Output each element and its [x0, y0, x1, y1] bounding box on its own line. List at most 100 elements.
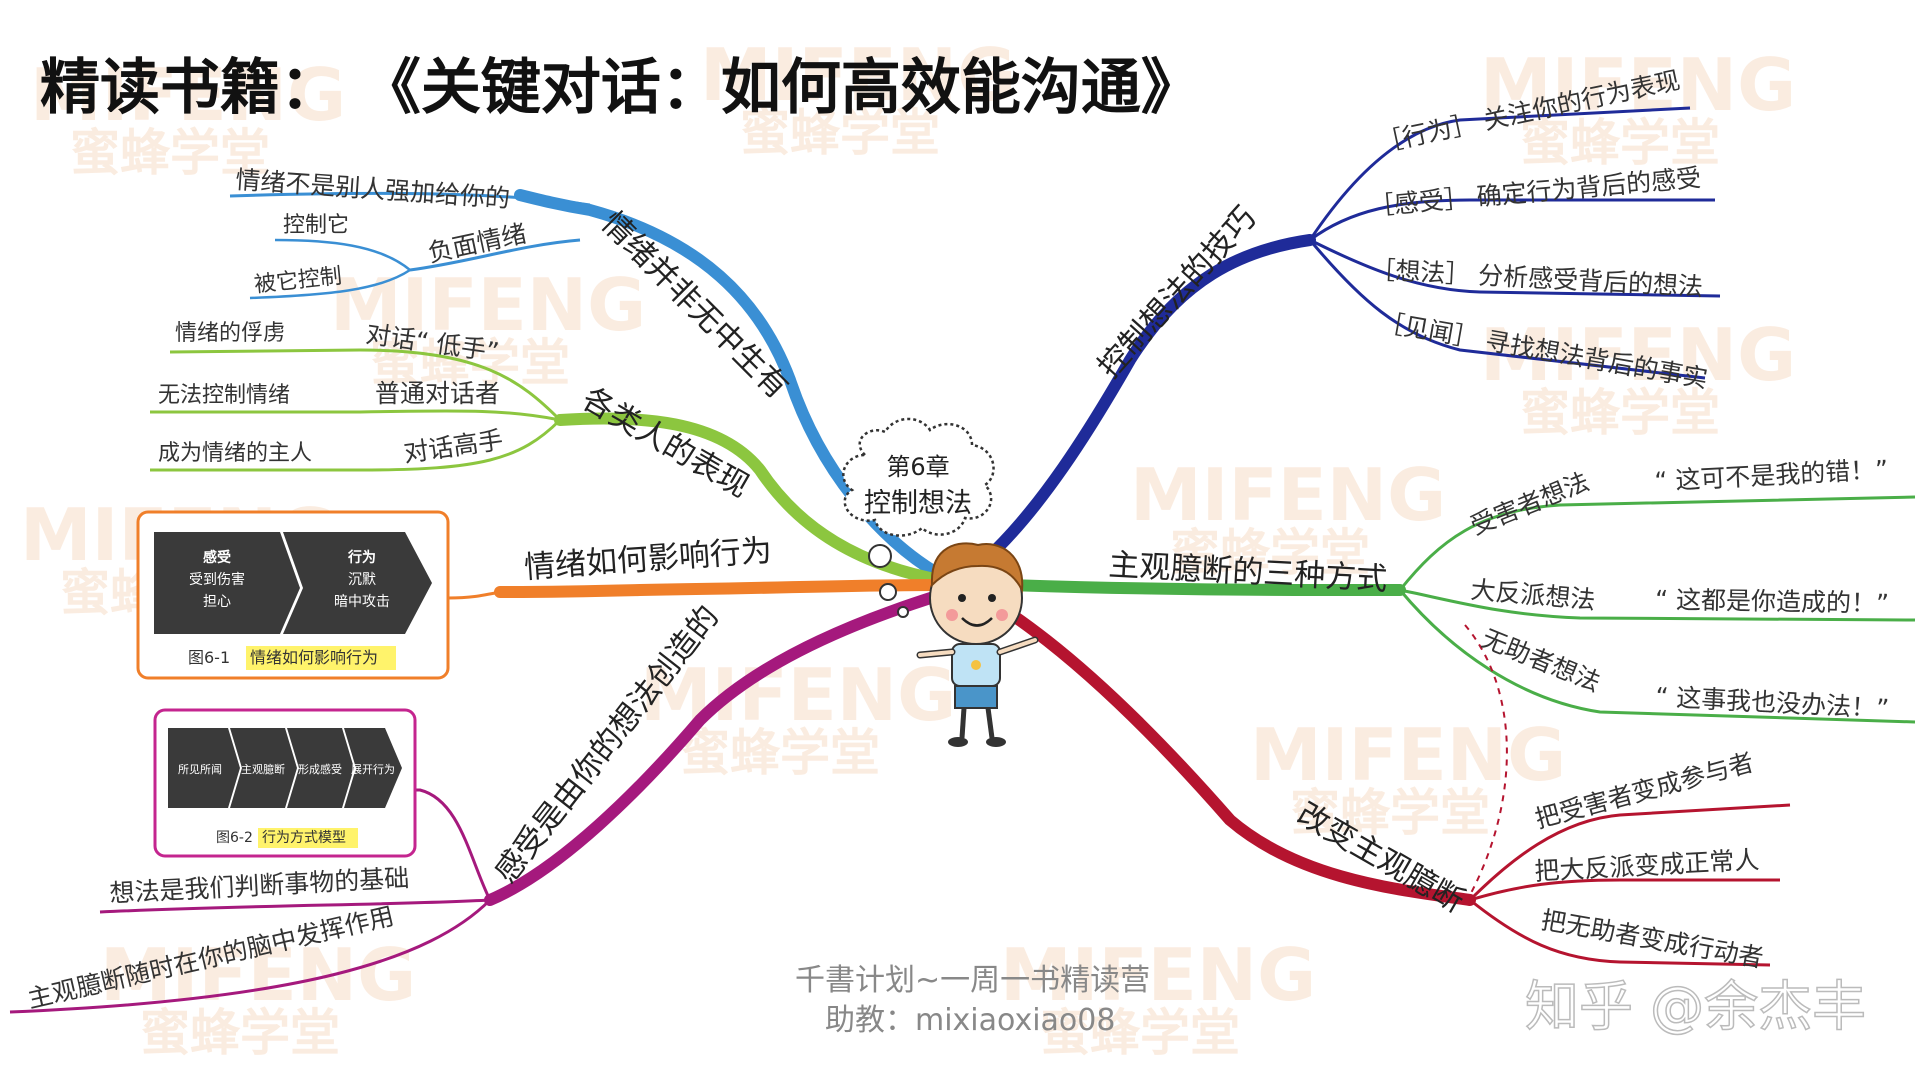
leaf-negative-emotion: 负面情绪 — [425, 219, 529, 268]
leaf-line-victim — [1398, 495, 1916, 591]
leaf-line-always — [9, 898, 492, 1014]
leaf-line-normal-person — [1469, 878, 1780, 902]
leaf-line-normal — [150, 409, 561, 422]
figure-arrow-right — [283, 532, 432, 634]
leaf-not-forced: 情绪不是别人强加给你的 — [235, 165, 511, 213]
credit-zhihu: 知乎 @余杰丰 — [1525, 975, 1866, 1038]
fig2-caption-no: 图6-2 — [216, 830, 253, 846]
branch-label-skills: 控制想法的技巧 — [1091, 200, 1263, 385]
leaf-thought: ［想法］ 分析感受背后的想法 — [1370, 255, 1704, 301]
fig1-left-line1: 受到伤害 — [189, 572, 245, 588]
watermark-latin: MIFENG — [1250, 713, 1566, 797]
boy-shorts — [954, 685, 998, 709]
figure-6-1: 感受 受到伤害 担心 行为 沉默 暗中攻击 图6-1 情绪如何影响行为 — [136, 510, 450, 680]
page-title: 精读书籍： 《关键对话：如何高效能沟通》 — [40, 53, 1201, 123]
watermark-latin: MIFENG — [330, 263, 646, 347]
watermark-latin: MIFENG — [1000, 933, 1316, 1017]
thought-bubble-dot — [897, 606, 909, 618]
leaf-helpless: 无助者想法 — [1478, 624, 1605, 698]
leaf-low-level-note: 情绪的俘虏 — [175, 321, 285, 346]
fig1-right-title: 行为 — [347, 549, 376, 566]
leaf-line-fig2 — [414, 788, 492, 901]
watermark-cn: 蜜蜂学堂 — [1040, 1004, 1240, 1062]
boy-leg — [985, 707, 995, 739]
boy-cheek — [996, 609, 1008, 621]
leaf-normal: 普通对话者 — [375, 379, 500, 408]
branch-line-affect — [494, 579, 946, 598]
boy-cheek — [946, 609, 958, 621]
figure-step-4 — [344, 728, 402, 808]
watermark-layer: MIFENG 蜜蜂学堂 MIFENG 蜜蜂学堂 MIFENG 蜜蜂学堂 MIFE… — [20, 33, 1796, 1062]
leaf-expert-note: 成为情绪的主人 — [158, 441, 312, 466]
boy-arm-skin — [998, 638, 1037, 654]
fig2-caption-highlight — [258, 828, 358, 848]
figure-step-3 — [287, 728, 354, 808]
thought-bubble-dot — [879, 583, 897, 601]
leaf-line-feeling — [1309, 198, 1715, 242]
footer-line2: 助教：mixiaoxiao08 — [825, 1003, 1115, 1038]
fig1-caption-text: 情绪如何影响行为 — [250, 648, 378, 667]
leaf-line-controlled — [249, 268, 411, 300]
fig2-step1: 所见所闻 — [178, 762, 222, 776]
watermark-latin: MIFENG — [1480, 43, 1796, 127]
fig2-caption-text: 行为方式模型 — [262, 830, 346, 846]
figure-6-2: 所见所闻 主观臆断 形成感受 展开行为 图6-2 行为方式模型 — [153, 708, 417, 858]
watermark-latin: MIFENG — [30, 53, 346, 137]
fig2-step2: 主观臆断 — [241, 762, 285, 776]
leaf-normal-note: 无法控制情绪 — [158, 383, 290, 408]
leaf-line-low — [169, 348, 562, 422]
sun-icon — [971, 660, 981, 670]
boy-shoe — [948, 737, 968, 747]
leaf-line-not-forced — [229, 191, 591, 207]
footer-line1: 千書计划~一周一书精读营 — [795, 963, 1150, 998]
watermark-cn: 蜜蜂学堂 — [70, 124, 270, 182]
boy-arm-skin — [918, 650, 954, 657]
branch-line-skills — [979, 234, 1316, 566]
fig2-step4: 展开行为 — [351, 763, 395, 776]
fig2-step3: 形成感受 — [298, 763, 342, 776]
leaf-line-seen — [1308, 239, 1706, 380]
leaf-line-helpless — [1398, 589, 1916, 724]
boy-eye — [988, 594, 996, 602]
boy-illustration — [916, 542, 1039, 747]
watermark-latin: MIFENG — [1480, 313, 1796, 397]
watermark-cn: 蜜蜂学堂 — [1290, 784, 1490, 842]
center-topic: 控制想法 — [864, 488, 972, 519]
leaf-control-it: 控制它 — [283, 213, 349, 238]
boy-eye — [958, 594, 966, 602]
leaf-line-fig1 — [447, 590, 501, 600]
watermark-latin: MIFENG — [700, 33, 1016, 117]
leaf-villain-quote: “ 这都是你造成的！” — [1655, 585, 1889, 618]
leaf-line-expert — [150, 418, 562, 472]
branch-line-feelings — [484, 589, 946, 906]
fig1-caption-highlight — [246, 646, 396, 670]
watermark-cn: 蜜蜂学堂 — [1170, 524, 1370, 582]
leaf-victim-quote: “ 这可不是我的错！” — [1654, 455, 1889, 496]
watermark-cn: 蜜蜂学堂 — [740, 104, 940, 162]
watermark-cn: 蜜蜂学堂 — [140, 1004, 340, 1062]
center-node: 第6章 控制想法 — [842, 417, 1039, 747]
thought-cloud — [842, 417, 995, 537]
leaf-line-participant — [1468, 803, 1791, 902]
leaf-line-basis — [99, 898, 491, 914]
fig1-right-line1: 沉默 — [348, 572, 376, 588]
leaf-helpless-quote: “ 这事我也没办法！” — [1655, 682, 1890, 723]
watermark-latin: MIFENG — [1130, 453, 1446, 537]
leaf-line-negative — [409, 238, 581, 272]
watermark-cn: 蜜蜂学堂 — [680, 724, 880, 782]
watermark-cn: 蜜蜂学堂 — [1520, 114, 1720, 172]
figure-arrow-left — [154, 532, 300, 634]
leaf-line-thought — [1309, 238, 1721, 298]
watermark-cn: 蜜蜂学堂 — [1520, 384, 1720, 442]
dashed-connector — [1464, 624, 1508, 896]
boy-smile — [961, 617, 993, 627]
leaf-line-actor — [1469, 898, 1771, 967]
leaf-line-control-it — [274, 238, 411, 271]
fig1-left-line2: 担心 — [203, 594, 231, 610]
leaf-line-villain — [1399, 588, 1916, 622]
figure-step-2 — [230, 728, 297, 808]
branch-label-affect: 情绪如何影响行为 — [523, 533, 773, 586]
fig1-left-title: 感受 — [203, 549, 231, 566]
boy-hair — [930, 542, 1024, 594]
